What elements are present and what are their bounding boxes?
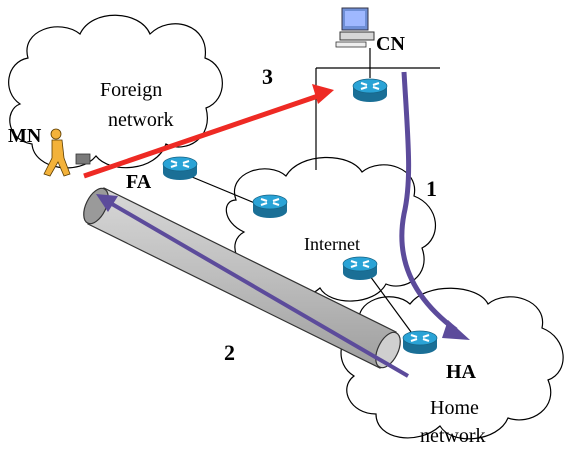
foreign-network-label: network [108, 109, 174, 131]
fa-router-icon [162, 156, 198, 181]
internet-label: Internet [304, 234, 360, 254]
cn-router-icon [352, 78, 388, 103]
computer-icon [335, 7, 375, 48]
internet-router-icon [252, 194, 288, 219]
purple-arrow-1 [399, 71, 470, 340]
fa-label: FA [126, 171, 152, 193]
purple-arrow-2 [96, 194, 410, 378]
foreign-network-cloud [8, 14, 223, 169]
step-1-label: 1 [426, 176, 437, 201]
foreign-network-label: Foreign [100, 79, 162, 101]
ha-router-icon [402, 330, 438, 355]
step-3-label: 3 [262, 64, 273, 89]
home-network-label: network [420, 425, 486, 447]
step-2-label: 2 [224, 340, 235, 365]
network-links [179, 48, 440, 337]
internet-router-icon [342, 256, 378, 281]
home-network-label: Home [430, 397, 479, 419]
ha-label: HA [446, 361, 477, 383]
red-arrow-3 [83, 84, 334, 179]
cn-label: CN [376, 33, 405, 55]
mn-label: MN [8, 125, 42, 147]
home-network-cloud [340, 287, 564, 440]
person-icon [43, 128, 91, 177]
